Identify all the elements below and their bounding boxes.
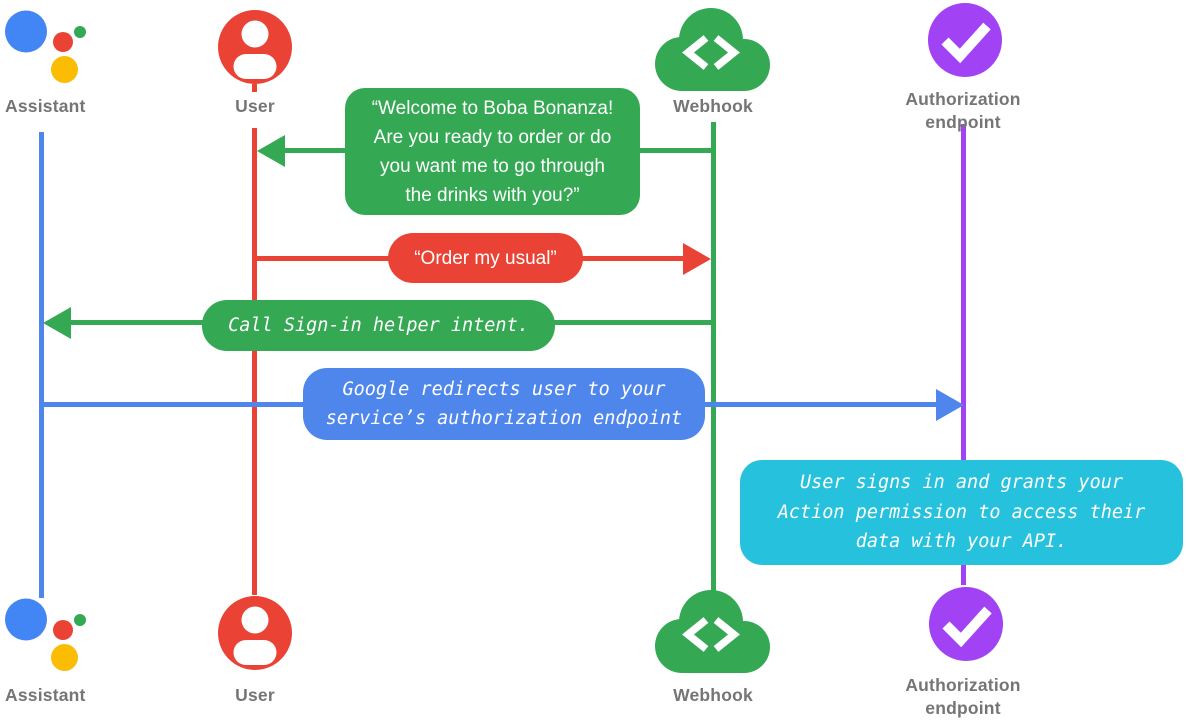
order-arrowhead-right-icon	[683, 243, 711, 275]
signin-arrowhead-left-icon	[43, 307, 71, 339]
actor-label-webhook-top: Webhook	[673, 96, 753, 116]
redirect-arrowhead-right-icon	[936, 389, 964, 421]
actor-label-authorization-bottom: Authorization endpoint	[905, 675, 1021, 718]
actor-label-user-top: User	[235, 96, 275, 116]
signin-message-bubble: Call Sign-in helper intent.	[202, 300, 555, 351]
user-lifeline	[252, 128, 257, 595]
actor-label-webhook-bottom: Webhook	[673, 685, 753, 705]
user-icon	[218, 10, 292, 84]
actor-label-user-bottom: User	[235, 685, 275, 705]
user-icon	[218, 596, 292, 670]
cloud-code-icon	[655, 590, 770, 673]
webhook-lifeline	[711, 122, 716, 593]
signin-note-bubble: User signs in and grants your Action per…	[740, 460, 1183, 565]
user-lifeline-stub	[252, 84, 257, 92]
authorization-lifeline	[961, 124, 966, 585]
actor-label-authorization-top: Authorization endpoint	[905, 89, 1021, 132]
actor-label-assistant-bottom: Assistant	[5, 685, 86, 705]
check-circle-icon	[929, 587, 1003, 661]
actor-label-assistant-top: Assistant	[5, 96, 86, 116]
welcome-message-bubble: “Welcome to Boba Bonanza! Are you ready …	[345, 88, 640, 215]
order-message-bubble: “Order my usual”	[388, 233, 583, 283]
google-assistant-icon	[5, 10, 86, 83]
redirect-message-bubble: Google redirects user to your service’s …	[303, 368, 705, 440]
welcome-arrowhead-left-icon	[257, 135, 285, 167]
check-circle-icon	[928, 3, 1002, 77]
google-assistant-icon	[5, 598, 86, 671]
cloud-code-icon	[655, 8, 770, 91]
assistant-lifeline	[39, 132, 44, 598]
